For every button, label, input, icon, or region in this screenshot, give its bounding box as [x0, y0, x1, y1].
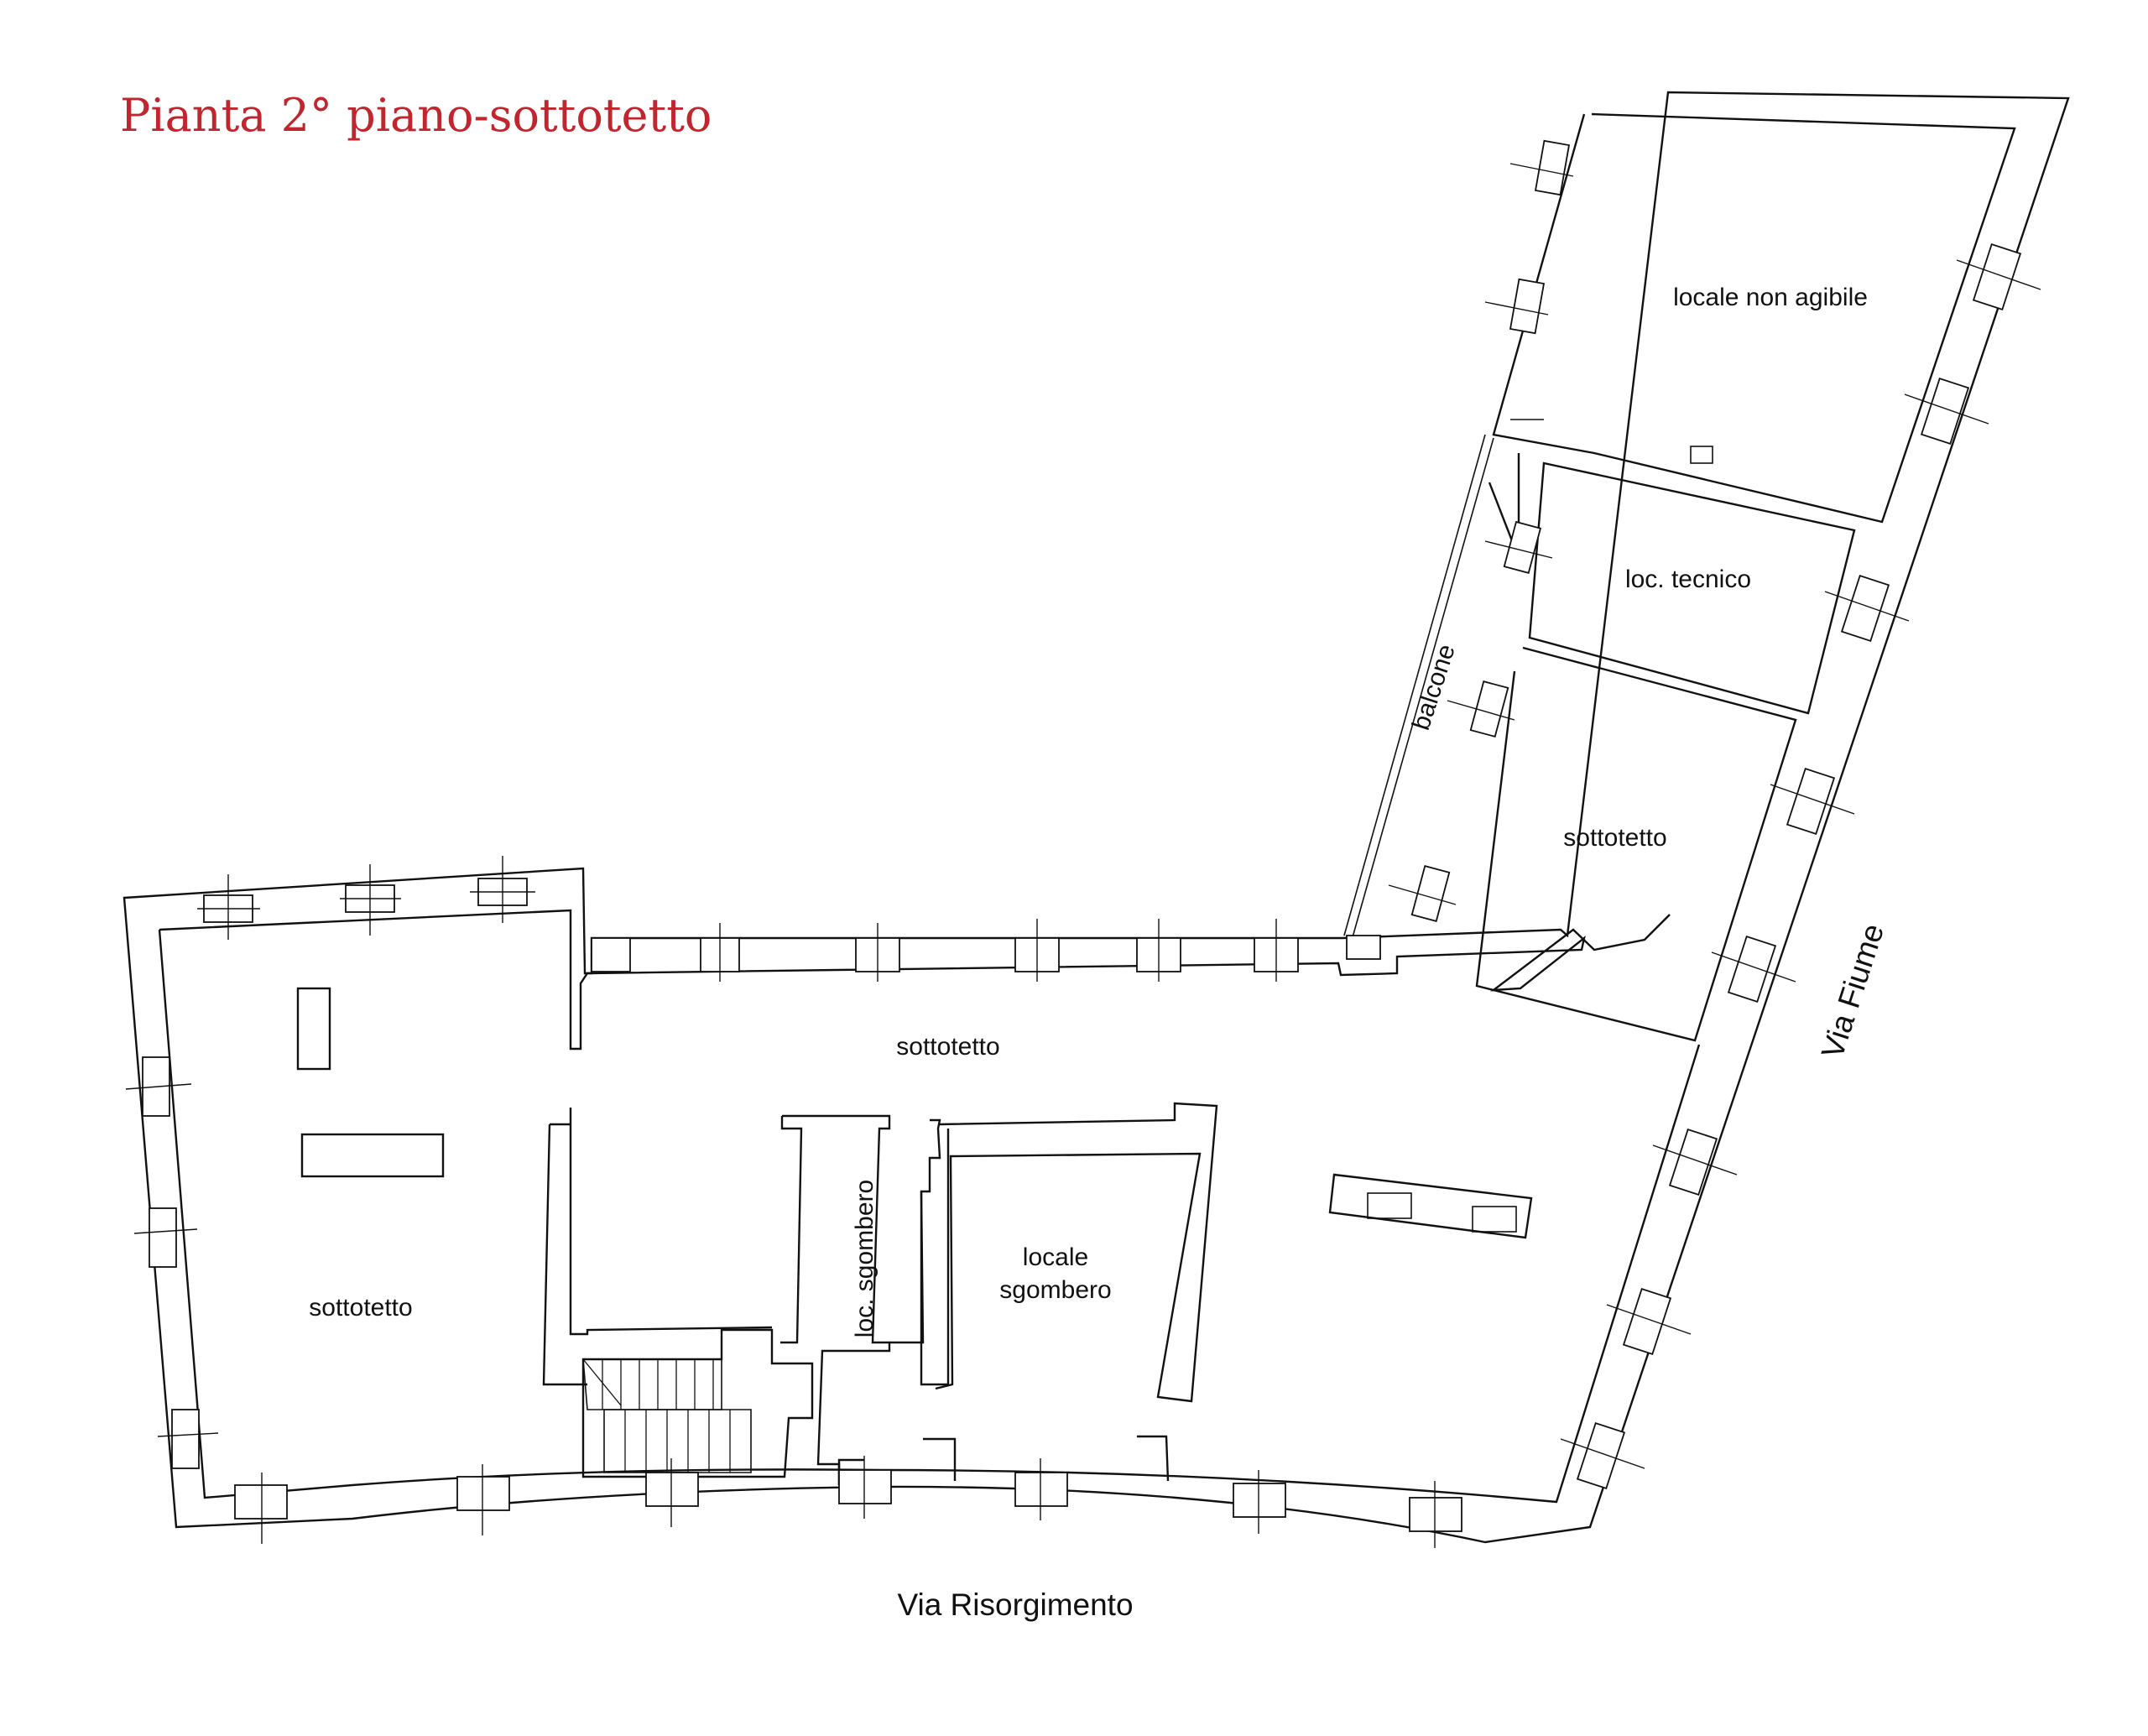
- corridor-wall-2: [920, 1129, 950, 1386]
- west-fixture-2: [300, 1133, 445, 1178]
- balcone-rail: [1343, 434, 1486, 936]
- room-label-balcone: balcone: [1407, 641, 1461, 733]
- north-wing-inner-wall: [1492, 112, 2016, 524]
- stair-block: [581, 1328, 814, 1478]
- sgombero-small-wall-2: [780, 1116, 803, 1344]
- room-label-loc-sgombero: loc. sgombero: [851, 1180, 878, 1337]
- room-label-loc-tecnico: loc. tecnico: [1625, 566, 1751, 593]
- room-label-sottotetto-central: sottotetto: [896, 1033, 999, 1061]
- main-inner-wall: [158, 929, 1701, 1504]
- west-partition: [569, 1108, 773, 1336]
- stair-lower: [603, 1409, 752, 1473]
- room-label-sottotetto-east: sottotetto: [1563, 824, 1666, 852]
- west-fixture-1: [296, 987, 331, 1071]
- east-counter-box-1: [1367, 1192, 1412, 1219]
- room-label-sottotetto-west: sottotetto: [309, 1294, 412, 1322]
- locale-sgombero-wall: [935, 1102, 1218, 1403]
- west-wing-inner-wall: [159, 909, 1671, 1050]
- page-title: Pianta 2° piano-sottotetto: [120, 89, 712, 142]
- niche-north-1: [1690, 446, 1713, 464]
- corridor-wall: [889, 1118, 941, 1344]
- street-label-via-fiume: Via Fiume: [1815, 920, 1890, 1062]
- interior-partitions: [296, 419, 1713, 1485]
- room-label-locale-sgombero-line1: locale: [1023, 1243, 1088, 1271]
- east-counter: [1328, 1173, 1533, 1239]
- room-label-locale-sgombero-line2: sgombero: [999, 1276, 1111, 1304]
- east-counter-box-2: [1472, 1206, 1517, 1233]
- room-labels: locale non agibile loc. tecnico balcone …: [309, 284, 1868, 1337]
- locale-sgombero-door: [923, 1437, 957, 1481]
- tecnico-room-wall: [1528, 461, 1856, 715]
- west-partition-3: [542, 1123, 587, 1386]
- room-label-locale-non-agibile: locale non agibile: [1673, 284, 1868, 311]
- west-wing-outer-wall: [123, 91, 2070, 1544]
- street-label-via-risorgimento: Via Risorgimento: [897, 1587, 1133, 1622]
- south-pier: [1137, 1435, 1170, 1482]
- balcone-rail-2: [1352, 437, 1494, 938]
- windows: [125, 139, 2041, 1548]
- east-sottotetto-wall: [1475, 646, 1797, 1042]
- staircase: [582, 1358, 752, 1473]
